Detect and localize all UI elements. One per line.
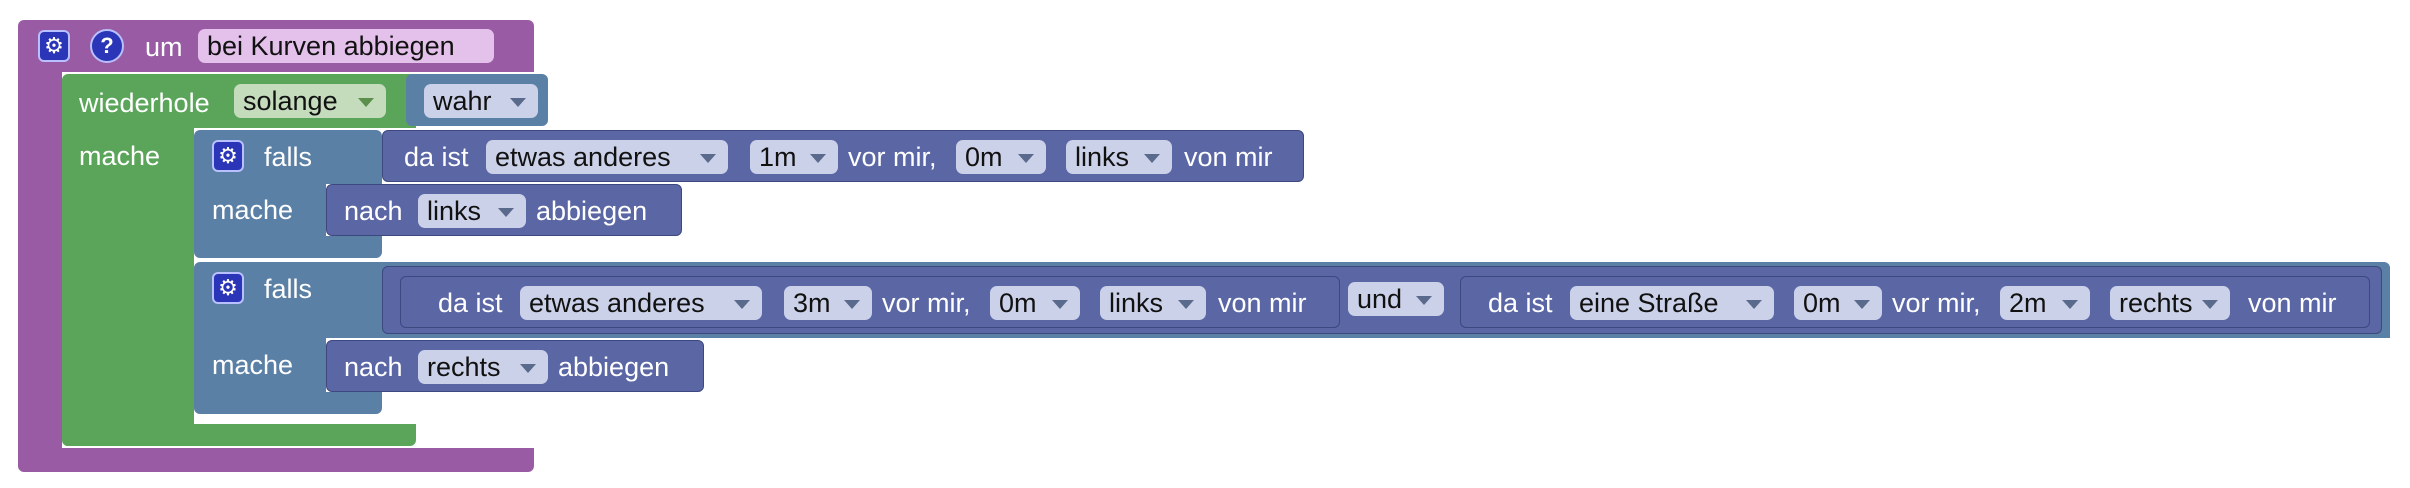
if-2-right-side-dist-dropdown[interactable]: 2m bbox=[2000, 286, 2090, 320]
if-1-action-direction-dropdown[interactable]: links bbox=[418, 194, 526, 228]
if-2-right-side-dropdown[interactable]: rechts bbox=[2110, 286, 2230, 320]
if-2-left-forward-text: vor mir, bbox=[882, 288, 971, 318]
loop-block-footer bbox=[62, 424, 416, 446]
if-2-left-forward-dropdown[interactable]: 3m bbox=[784, 286, 872, 320]
loop-do-label: mache bbox=[79, 141, 161, 171]
if-2-do-label: mache bbox=[212, 350, 294, 380]
help-icon[interactable]: ? bbox=[90, 29, 124, 63]
loop-keyword: wiederhole bbox=[79, 88, 210, 118]
if-1-action-prefix: nach bbox=[344, 196, 403, 226]
if-1-keyword: falls bbox=[264, 142, 313, 172]
loop-block-spine bbox=[62, 126, 194, 446]
if-2-left-object-dropdown[interactable]: etwas anderes bbox=[520, 286, 762, 320]
loop-condition-dropdown[interactable]: wahr bbox=[424, 84, 538, 118]
if-1-do-label: mache bbox=[212, 195, 294, 225]
if-block-1-footer bbox=[194, 236, 382, 258]
if-2-left-suffix: von mir bbox=[1218, 288, 1307, 318]
if-2-action-suffix: abbiegen bbox=[558, 352, 670, 382]
loop-mode-dropdown[interactable]: solange bbox=[234, 84, 386, 118]
if-2-left-side-dropdown[interactable]: links bbox=[1100, 286, 1206, 320]
if-block-1-spine bbox=[194, 182, 326, 236]
if-1-cond-forward-text: vor mir, bbox=[848, 142, 937, 172]
if-2-right-forward-text: vor mir, bbox=[1892, 288, 1981, 318]
if-block-2-footer bbox=[194, 392, 382, 414]
if-2-left-prefix: da ist bbox=[438, 288, 503, 318]
if-1-cond-object-dropdown[interactable]: etwas anderes bbox=[486, 140, 728, 174]
if-2-left-side-dist-dropdown[interactable]: 0m bbox=[990, 286, 1080, 320]
if-1-action-suffix: abbiegen bbox=[536, 196, 648, 226]
if-2-settings-gear-icon[interactable]: ⚙ bbox=[212, 272, 244, 304]
if-2-right-prefix: da ist bbox=[1488, 288, 1553, 318]
if-1-cond-side-dist-dropdown[interactable]: 0m bbox=[956, 140, 1046, 174]
function-name-field[interactable]: bei Kurven abbiegen bbox=[198, 29, 494, 63]
if-1-cond-prefix: da ist bbox=[404, 142, 469, 172]
if-2-right-object-dropdown[interactable]: eine Straße bbox=[1570, 286, 1774, 320]
if-2-action-prefix: nach bbox=[344, 352, 403, 382]
function-keyword: um bbox=[145, 32, 183, 62]
if-1-cond-forward-dropdown[interactable]: 1m bbox=[750, 140, 838, 174]
if-1-cond-side-dropdown[interactable]: links bbox=[1066, 140, 1172, 174]
settings-gear-icon[interactable]: ⚙ bbox=[38, 30, 70, 62]
if-2-right-suffix: von mir bbox=[2248, 288, 2337, 318]
if-block-2-spine bbox=[194, 336, 326, 392]
function-block-spine bbox=[18, 70, 62, 470]
if-2-operator-dropdown[interactable]: und bbox=[1348, 282, 1444, 316]
if-2-action-direction-dropdown[interactable]: rechts bbox=[418, 350, 548, 384]
function-block-footer bbox=[18, 448, 534, 472]
if-2-right-forward-dropdown[interactable]: 0m bbox=[1794, 286, 1882, 320]
if-1-settings-gear-icon[interactable]: ⚙ bbox=[212, 140, 244, 172]
if-2-keyword: falls bbox=[264, 274, 313, 304]
if-1-cond-suffix: von mir bbox=[1184, 142, 1273, 172]
